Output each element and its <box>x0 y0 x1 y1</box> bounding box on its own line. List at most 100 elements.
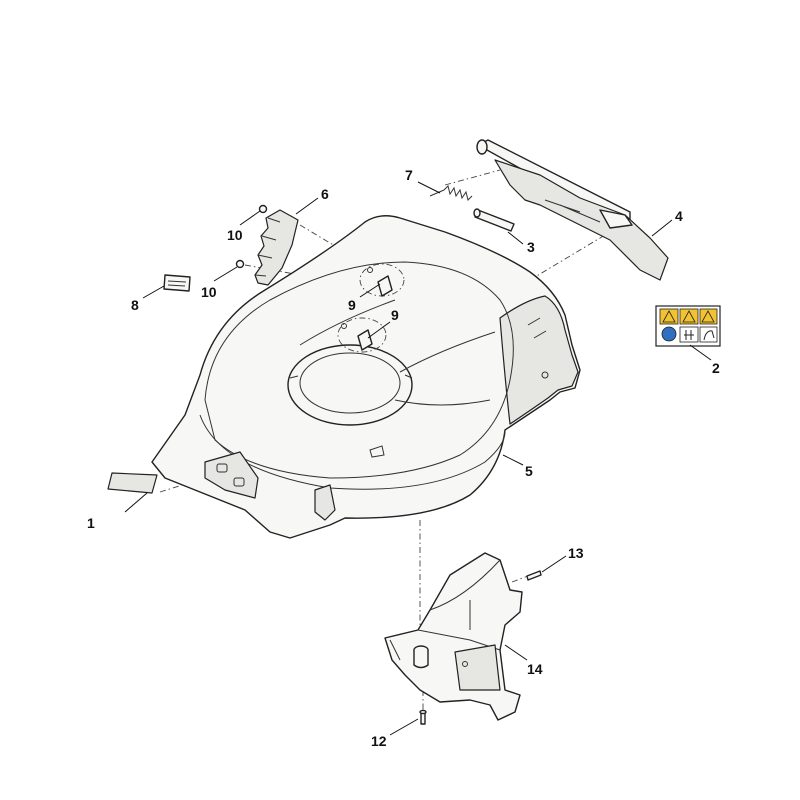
assembly-line-4 <box>529 231 611 281</box>
screw-12-head <box>419 709 427 715</box>
spring-hook <box>429 189 445 197</box>
axle-pin-end <box>473 208 481 218</box>
leader-12 <box>389 718 419 736</box>
part-1-decal-plate <box>107 472 158 494</box>
deck-rib-top <box>299 299 396 346</box>
deck-rib-right <box>399 331 496 373</box>
leader-2 <box>689 344 712 361</box>
nut-upper <box>258 204 268 214</box>
axle-pin-body <box>474 209 515 232</box>
baffle-ribs <box>389 600 471 661</box>
bracket-flap-ribs <box>544 199 601 223</box>
leader-8 <box>142 285 165 299</box>
deck-center-opening <box>287 344 413 426</box>
decal-person-icon <box>684 330 694 340</box>
baffle-top-curve <box>429 559 501 611</box>
decal-triangle-icon-1 <box>662 310 676 323</box>
deck-boss-hole-a <box>367 267 373 273</box>
label-8-body <box>163 274 191 292</box>
baffle-post <box>413 650 429 669</box>
leader-5 <box>502 454 524 466</box>
callout-7: 7 <box>405 167 413 183</box>
deck-rib-lower <box>394 399 491 406</box>
decal-read-manual-icon <box>661 326 677 342</box>
deck-adjust-plate <box>204 451 259 499</box>
callout-2: 2 <box>712 360 720 376</box>
callout-4: 4 <box>675 208 683 224</box>
assembly-line-7 <box>444 169 501 186</box>
part-3-axle-pin <box>473 208 515 232</box>
deck-side-slot-a <box>527 317 541 326</box>
deck-adjust-knob-b <box>233 477 245 487</box>
rack-body <box>254 209 299 286</box>
baffle-side-plate <box>454 644 501 691</box>
leader-6 <box>295 197 319 215</box>
assembly-line-13 <box>511 572 537 583</box>
deck-side-panel <box>499 295 579 425</box>
callout-9b: 9 <box>391 307 399 323</box>
decal-triangle-icon-3 <box>701 310 715 323</box>
leader-10a <box>239 210 261 226</box>
leader-14 <box>504 644 528 661</box>
decal-warning-cell-1 <box>659 308 679 325</box>
decal-hand-cell <box>699 326 718 343</box>
part-4-rear-bracket <box>476 139 669 281</box>
decal-warning-cell-2 <box>679 308 699 325</box>
label-8-text-lines <box>167 280 187 287</box>
callout-10b: 10 <box>201 284 217 300</box>
deck-inner-rim <box>204 261 514 479</box>
leader-4 <box>651 219 673 237</box>
deck-side-hole <box>541 371 549 379</box>
deck-boss-lower <box>337 317 387 353</box>
leader-9b <box>367 321 391 339</box>
screw-13-shank <box>526 570 542 581</box>
deck-notch-a <box>289 375 299 379</box>
part-7-spring <box>429 185 473 201</box>
leader-7 <box>417 181 441 194</box>
nut-lower <box>235 259 245 269</box>
assembly-line-6 <box>299 224 351 256</box>
callout-12: 12 <box>371 733 387 749</box>
part-8-label <box>163 274 191 292</box>
plate-1-body <box>107 472 158 494</box>
bracket-flap <box>494 159 669 281</box>
callout-labels: 1 2 3 4 5 6 7 8 9 9 10 10 12 13 14 <box>87 167 720 749</box>
part-6-adjust-rack <box>254 209 299 286</box>
callout-5: 5 <box>525 463 533 479</box>
callout-9a: 9 <box>348 297 356 313</box>
deck-tab <box>369 445 385 458</box>
part-2-warning-decal <box>655 305 721 347</box>
leader-3 <box>507 231 524 245</box>
part-9-pins <box>357 275 393 351</box>
callout-10a: 10 <box>227 227 243 243</box>
pin-upper <box>377 275 393 297</box>
callout-14: 14 <box>527 661 543 677</box>
leader-13 <box>541 555 567 573</box>
callout-3: 3 <box>527 239 535 255</box>
rack-teeth <box>254 217 281 277</box>
deck-adjust-knob-a <box>216 463 228 473</box>
part-5-deck-housing <box>151 215 581 539</box>
callout-1: 1 <box>87 515 95 531</box>
part-14-baffle <box>384 552 523 721</box>
leader-9a <box>359 283 381 298</box>
part-12-screw <box>419 709 427 725</box>
leader-lines <box>124 181 712 736</box>
leader-10b <box>213 266 238 282</box>
bracket-hinge <box>599 209 633 229</box>
callout-8: 8 <box>131 297 139 313</box>
decal-hand-icon <box>703 330 715 341</box>
spring-coil <box>443 185 473 201</box>
part-10-nuts <box>235 204 268 269</box>
leader-1 <box>124 492 148 513</box>
deck-boss-hole-b <box>341 323 347 329</box>
callout-13: 13 <box>568 545 584 561</box>
deck-center-opening-inner <box>299 352 401 414</box>
deck-front-bracket <box>314 484 336 521</box>
baffle-hole <box>462 661 468 667</box>
decal-triangle-icon-2 <box>682 310 696 323</box>
deck-notch-b <box>404 374 413 379</box>
callout-6: 6 <box>321 186 329 202</box>
bracket-bar-end <box>476 139 488 155</box>
